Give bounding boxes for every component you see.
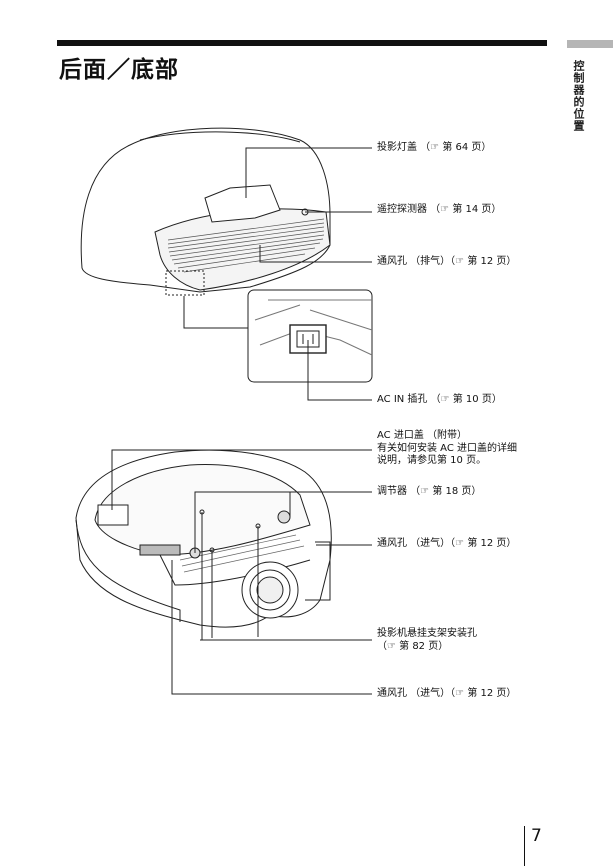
side-tab-label: 控制器的位置 bbox=[572, 60, 585, 132]
page-title: 后面／底部 bbox=[59, 57, 179, 83]
page-number-rule bbox=[524, 826, 525, 866]
adjuster-label: 调节器 （☞ 第 18 页） bbox=[377, 486, 482, 497]
intake-vent-label-2: 通风孔 （进气）（☞ 第 12 页） bbox=[377, 688, 517, 699]
rear-leader-lines bbox=[245, 147, 372, 401]
remote-sensor-label: 遥控探测器 （☞ 第 14 页） bbox=[377, 204, 502, 215]
intake-vent-label-1: 通风孔 （进气）（☞ 第 12 页） bbox=[377, 538, 517, 549]
mount-holes-line1: 投影机悬挂支架安装孔 bbox=[377, 628, 477, 639]
mount-holes-label: 投影机悬挂支架安装孔 （☞ 第 82 页） bbox=[377, 628, 477, 653]
ac-cover-line2: 有关如何安装 AC 进口盖的详细 bbox=[377, 442, 518, 454]
ac-in-label: AC IN 插孔 （☞ 第 10 页） bbox=[377, 394, 502, 405]
top-rule bbox=[57, 40, 547, 46]
ac-cover-line1: AC 进口盖 （附带） bbox=[377, 430, 468, 441]
mount-holes-line2: （☞ 第 82 页） bbox=[377, 640, 449, 652]
bottom-leader-lines bbox=[111, 449, 372, 695]
ac-in-inset bbox=[247, 289, 373, 383]
projector-rear-view bbox=[80, 127, 331, 296]
ac-cover-label: AC 进口盖 （附带） 有关如何安装 AC 进口盖的详细 说明，请参见第 10 … bbox=[377, 430, 517, 468]
page-number: 7 bbox=[531, 826, 542, 846]
exhaust-vent-label: 通风孔 （排气）（☞ 第 12 页） bbox=[377, 256, 517, 267]
ac-cover-line3: 说明，请参见第 10 页。 bbox=[377, 455, 487, 466]
projector-bottom-view bbox=[75, 449, 332, 628]
side-tab-bar bbox=[567, 40, 613, 48]
lamp-cover-label: 投影灯盖 （☞ 第 64 页） bbox=[377, 142, 492, 153]
